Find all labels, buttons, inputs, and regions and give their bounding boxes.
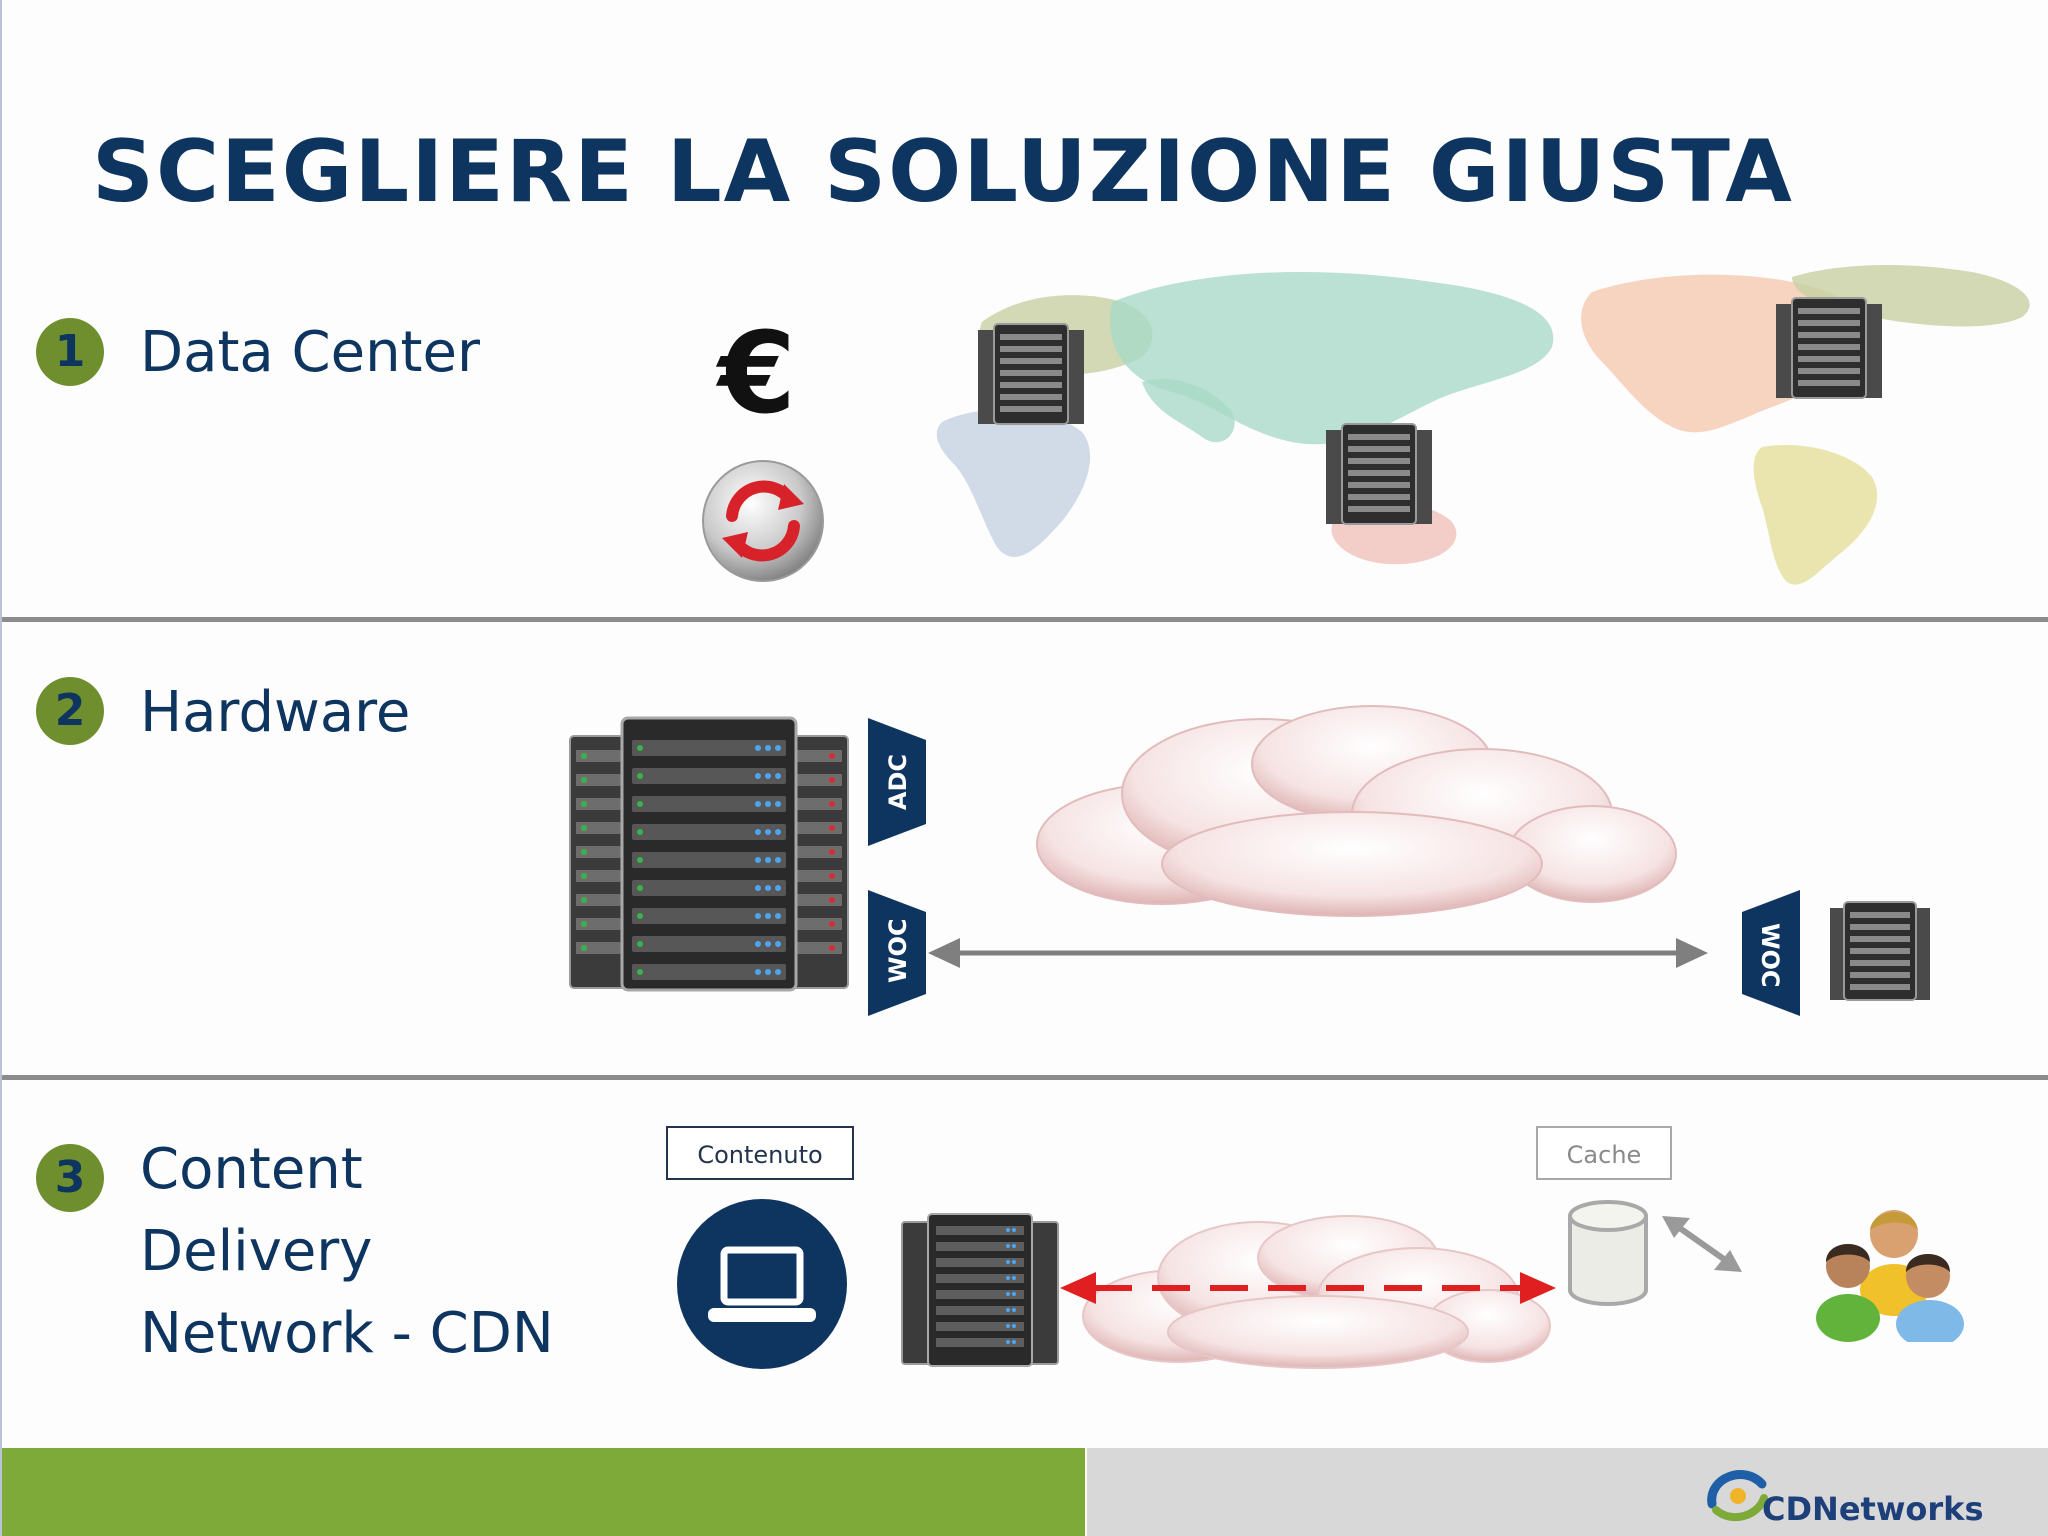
woc-tag-left (868, 890, 926, 1016)
section-3-label-line-3: Network - CDN (140, 1301, 554, 1366)
server-rack-icon (1776, 297, 1882, 399)
server-rack-icon (1830, 901, 1930, 1001)
section-divider (2, 1075, 2048, 1080)
brand-name: CDNetworks (1762, 1490, 1984, 1528)
users-icon (1816, 1210, 1964, 1342)
cache-cylinder-icon (1568, 1200, 1648, 1306)
adc-tag-label: ADC (884, 753, 912, 811)
section-2-label: Hardware (140, 680, 411, 745)
cache-label: Cache (1536, 1126, 1672, 1180)
section-3-number: 3 (36, 1144, 104, 1212)
server-rack-icon (569, 716, 849, 992)
cache-users-arrow (1662, 1216, 1742, 1272)
footer-green-bar (2, 1448, 1085, 1536)
section-3-label-line-2: Delivery (140, 1219, 373, 1284)
woc-tag-right-label: WOC (1756, 923, 1784, 988)
section-2-number: 2 (36, 677, 104, 745)
section-1-number: 1 (36, 318, 104, 386)
cloud-icon (1082, 1215, 1551, 1369)
server-rack-icon (901, 1213, 1059, 1367)
laptop-icon (677, 1199, 847, 1369)
server-rack-icon (978, 323, 1084, 425)
cloud-icon (1036, 705, 1677, 917)
woc-tag-left-label: WOC (884, 918, 912, 984)
footer-gray-bar (1087, 1448, 2048, 1536)
content-label: Contenuto (666, 1126, 854, 1180)
euro-icon: € (718, 309, 796, 439)
woc-link-arrow (928, 938, 1708, 968)
slide-title: SCEGLIERE LA SOLUZIONE GIUSTA (92, 122, 1794, 222)
cdnetworks-logo (1707, 1470, 1768, 1522)
woc-tag-right (1742, 890, 1800, 1016)
section-1-label: Data Center (140, 320, 480, 385)
server-rack-icon (1326, 423, 1432, 525)
section-divider (2, 617, 2048, 622)
sync-icon (702, 460, 824, 582)
cdn-dashed-arrow (1060, 1272, 1556, 1304)
section-3-label-line-1: Content (140, 1137, 363, 1202)
adc-tag (868, 718, 926, 846)
